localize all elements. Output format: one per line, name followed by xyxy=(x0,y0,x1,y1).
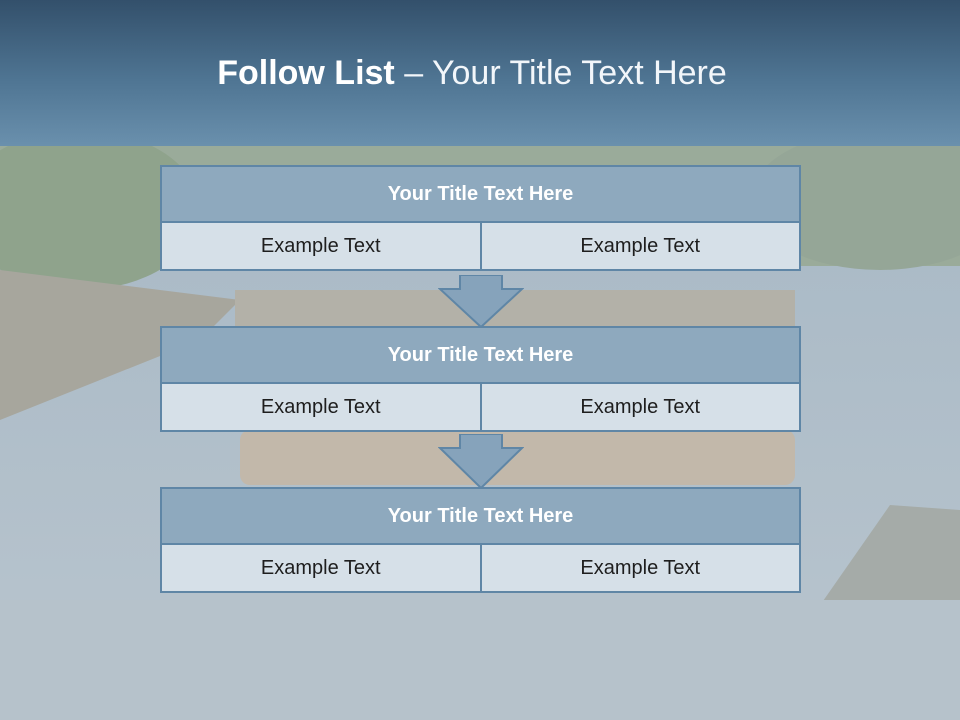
step-cell-right: Example Text xyxy=(481,221,801,271)
slide-title-bold: Follow List xyxy=(217,54,395,92)
slide-title-rest: – Your Title Text Here xyxy=(394,54,727,92)
step-row: Example Text Example Text xyxy=(160,543,801,593)
down-arrow-icon xyxy=(438,434,524,490)
step-cell-right: Example Text xyxy=(481,382,801,432)
down-arrow-icon xyxy=(438,275,524,329)
step-cell-right: Example Text xyxy=(481,543,801,593)
step-title: Your Title Text Here xyxy=(160,487,801,545)
step-row: Example Text Example Text xyxy=(160,382,801,432)
slide-title: Follow List – Your Title Text Here xyxy=(0,54,944,93)
step-cell-left: Example Text xyxy=(160,221,482,271)
step-cell-left: Example Text xyxy=(160,382,482,432)
slide-header: Follow List – Your Title Text Here xyxy=(0,0,960,146)
step-block-2: Your Title Text Here Example Text Exampl… xyxy=(160,326,801,432)
step-title: Your Title Text Here xyxy=(160,326,801,384)
step-title: Your Title Text Here xyxy=(160,165,801,223)
step-block-1: Your Title Text Here Example Text Exampl… xyxy=(160,165,801,271)
step-row: Example Text Example Text xyxy=(160,221,801,271)
step-block-3: Your Title Text Here Example Text Exampl… xyxy=(160,487,801,593)
step-cell-left: Example Text xyxy=(160,543,482,593)
